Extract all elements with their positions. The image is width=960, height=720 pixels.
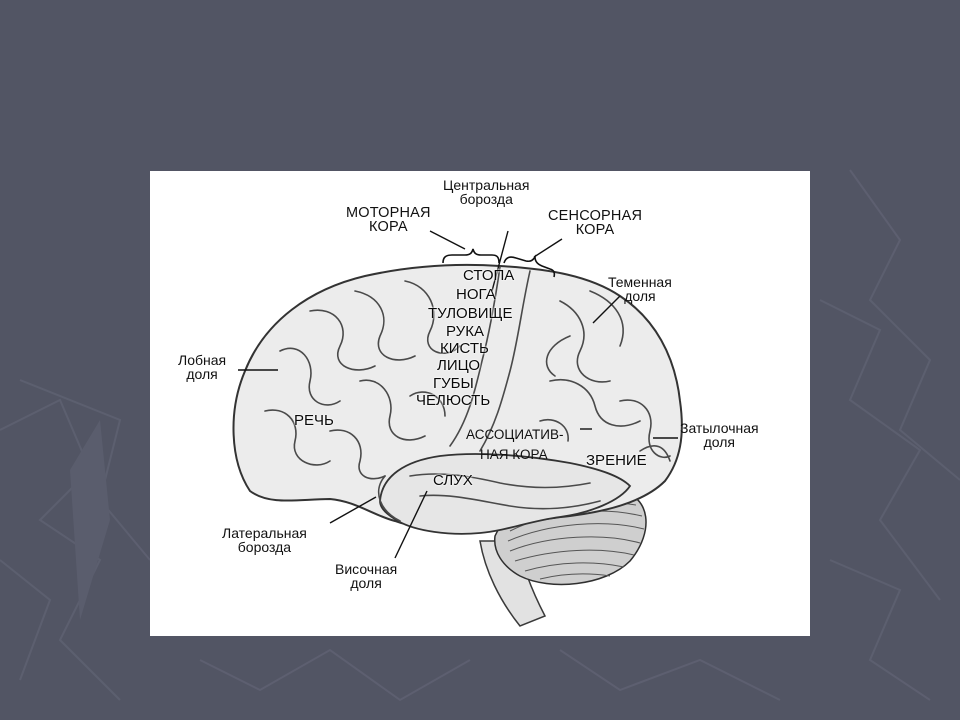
leader-lateral-sulcus — [329, 496, 377, 524]
parietal-lobe-label: Теменная доля — [608, 274, 672, 304]
vision-area-label: ЗРЕНИЕ — [586, 452, 647, 469]
body-map-item: ЛИЦО — [437, 357, 481, 374]
leader-parietal-lobe — [592, 295, 621, 324]
body-map-item: КИСТЬ — [440, 340, 489, 357]
body-map-item: ТУЛОВИЩЕ — [428, 305, 513, 322]
sensory-cortex-label: СЕНСОРНАЯ КОРА — [548, 208, 643, 238]
hearing-area-label: СЛУХ — [433, 472, 473, 489]
brain-figure: Центральная борозда МОТОРНАЯ КОРА СЕНСОР… — [150, 171, 810, 636]
leader-temporal-lobe — [394, 490, 428, 559]
leader-central-sulcus — [491, 230, 509, 292]
body-map-item: СТОПА — [463, 267, 515, 284]
body-map-item: РУКА — [446, 323, 484, 340]
occipital-lobe-label: Затылочная доля — [680, 420, 759, 450]
lateral-sulcus-label: Латеральная борозда — [222, 525, 307, 555]
motor-cortex-brace — [442, 248, 500, 264]
frontal-lobe-label: Лобная доля — [178, 352, 227, 382]
brain-illustration — [232, 230, 683, 627]
temporal-lobe-label: Височная доля — [335, 561, 398, 591]
association-cortex-label: АССОЦИАТИВ- НАЯ КОРА — [466, 427, 564, 462]
motor-cortex-label: МОТОРНАЯ КОРА — [346, 205, 431, 235]
leader-sensory-cortex — [533, 238, 563, 258]
speech-area-label: РЕЧЬ — [294, 412, 334, 429]
body-map-item: ГУБЫ — [433, 375, 474, 392]
body-map-item: НОГА — [456, 286, 496, 303]
cerebrum — [232, 263, 683, 527]
leader-motor-cortex — [429, 230, 466, 250]
central-sulcus-label: Центральная борозда — [443, 177, 530, 207]
body-map-item: ЧЕЛЮСТЬ — [416, 392, 491, 409]
